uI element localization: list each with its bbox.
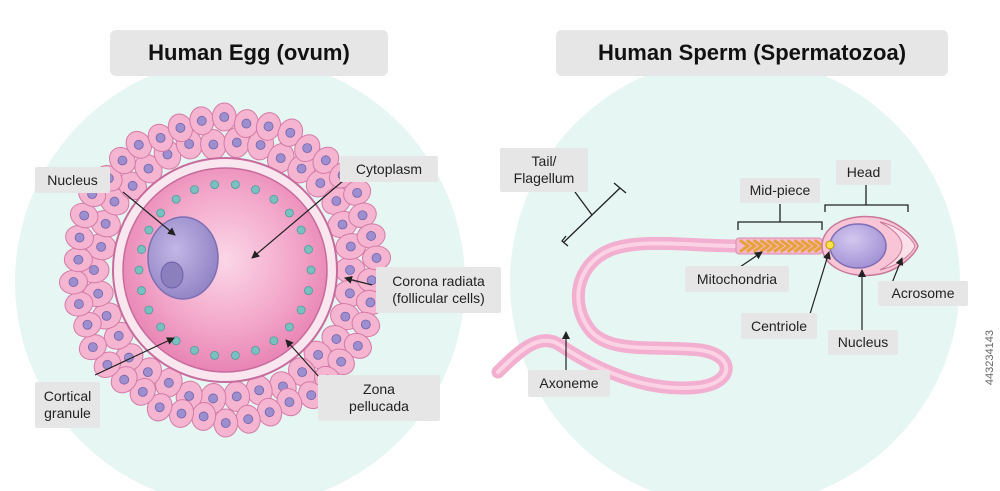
cortical-granule <box>144 225 154 235</box>
corona-radiata-cells <box>58 102 392 438</box>
mitochondrion <box>780 239 792 253</box>
midpiece-label: Mid-piece <box>740 178 820 203</box>
follicular-cell <box>65 225 94 251</box>
cytoplasm-label: Cytoplasm <box>340 156 438 182</box>
mitochondria-label: Mitochondria <box>685 266 789 292</box>
mitochondrion <box>787 239 799 253</box>
follicular-cell <box>233 109 259 139</box>
follicular-cell <box>256 397 283 427</box>
mitochondrion <box>746 239 758 253</box>
cortical-granule <box>210 180 220 190</box>
egg-nucleus <box>147 216 219 300</box>
follicular-cell <box>64 291 94 317</box>
follicular-cell <box>146 393 173 422</box>
follicular-cell <box>189 106 215 136</box>
egg-nucleus-label: Nucleus <box>35 167 110 193</box>
sperm-tail-inner <box>496 241 740 390</box>
tail-flagellum-label: Tail/Flagellum <box>500 148 588 192</box>
mitochondrion <box>807 239 819 253</box>
corona-radiata-label: Corona radiata(follicular cells) <box>376 267 501 313</box>
cortical-granule <box>137 245 146 254</box>
follicular-cell <box>288 357 317 387</box>
mitochondrion <box>739 239 751 253</box>
egg-title: Human Egg (ovum) <box>110 30 388 76</box>
cortical-granule <box>190 346 199 355</box>
cortical-granule <box>284 322 294 332</box>
follicular-cell <box>213 408 239 438</box>
egg-pointer-lines <box>94 174 373 379</box>
cortical-granule <box>251 346 260 355</box>
cortical-granule <box>230 350 240 360</box>
follicular-cell <box>63 247 93 273</box>
follicular-cell <box>312 146 340 174</box>
centriole <box>825 240 835 250</box>
mitochondria-spiral <box>739 239 826 253</box>
cortical-granule <box>156 208 166 218</box>
follicular-cell <box>103 321 134 350</box>
cortical-granule <box>304 286 313 295</box>
sperm-title: Human Sperm (Spermatozoa) <box>556 30 948 76</box>
follicular-cell <box>362 245 392 271</box>
mitochondrion <box>793 239 805 253</box>
cortical-granule <box>296 225 306 235</box>
cortical-granule <box>296 305 306 315</box>
cortical-granule <box>251 185 260 194</box>
follicular-cell <box>110 366 138 394</box>
sperm-nucleus-label: Nucleus <box>828 330 898 355</box>
follicular-cell <box>93 351 122 378</box>
follicular-cell <box>211 102 237 132</box>
cortical-granule <box>306 265 316 275</box>
head-label: Head <box>836 160 891 185</box>
sperm-nucleus <box>829 223 887 269</box>
cortical-granule <box>134 265 144 275</box>
follicular-cell <box>99 187 130 216</box>
mitochondrion <box>800 239 812 253</box>
cortical-granule <box>230 180 240 190</box>
cortical-granule <box>144 305 154 315</box>
follicular-cell <box>235 404 261 434</box>
cortical-granule <box>190 185 199 194</box>
mitochondrion <box>759 239 771 253</box>
follicular-cell <box>343 179 372 206</box>
cortical-granule <box>171 194 181 204</box>
watermark-id: 443234143 <box>984 330 996 386</box>
axoneme-label: Axoneme <box>528 370 610 397</box>
follicular-cell <box>191 401 217 431</box>
cortical-granule <box>269 194 279 204</box>
cortical-granule <box>210 350 220 360</box>
cortical-granule <box>156 322 166 332</box>
mitochondrion <box>766 239 778 253</box>
follicular-cell <box>255 112 282 141</box>
follicular-cell <box>147 123 174 152</box>
follicular-cell <box>200 129 227 161</box>
cortical-granule <box>269 336 279 346</box>
cortical-granule <box>137 286 146 295</box>
mitochondrion <box>773 239 785 253</box>
centriole-label: Centriole <box>741 313 817 339</box>
follicular-cell <box>69 202 99 229</box>
cortical-granules <box>134 180 316 360</box>
cortical-granule <box>304 245 313 254</box>
follicular-cell <box>294 134 321 163</box>
follicular-cell <box>167 113 194 143</box>
egg-nucleolus <box>160 261 184 289</box>
sperm-pointer-lines <box>562 251 904 370</box>
cortical-granule <box>284 208 294 218</box>
sperm-brackets <box>561 182 909 247</box>
mitochondrion <box>753 239 765 253</box>
follicular-cell <box>168 399 195 428</box>
follicular-cell <box>129 377 156 406</box>
acrosome-label: Acrosome <box>878 281 968 306</box>
follicular-cell <box>356 223 386 249</box>
